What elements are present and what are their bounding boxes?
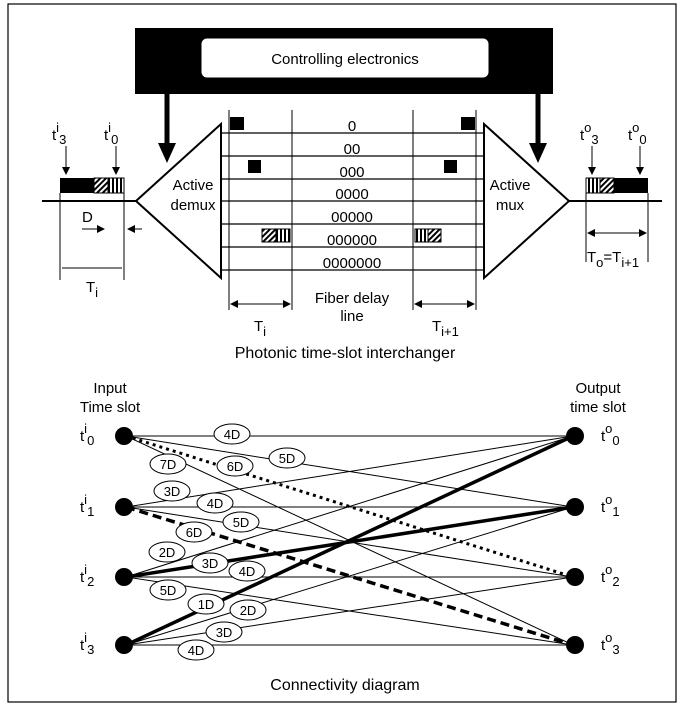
delay-ellipse-9: 3D <box>191 552 229 574</box>
input-node-1 <box>115 498 133 516</box>
output-t3-label: to3 <box>580 120 599 147</box>
packet-line1-left <box>230 117 244 130</box>
svg-text:5D: 5D <box>279 451 296 466</box>
demux-line1: Active <box>173 177 214 194</box>
Ti-label: Ti <box>86 279 98 300</box>
packet-line6-left-striped <box>275 228 291 243</box>
delay-ellipse-8: 2D <box>148 541 186 563</box>
input-packet-striped <box>107 177 125 194</box>
input-node-3 <box>115 636 133 654</box>
To-label: To=Ti+1 <box>587 249 639 270</box>
svg-text:5D: 5D <box>160 583 177 598</box>
delay-ellipse-10: 4D <box>228 560 266 582</box>
fiber-label-1: Fiber delay <box>315 290 390 307</box>
delay-loop-2: 00 <box>344 141 361 158</box>
svg-text:4D: 4D <box>188 643 205 658</box>
svg-text:1D: 1D <box>198 597 215 612</box>
input-label-0: ti0 <box>80 421 94 448</box>
delay-labels: 4D 7D 6D 5D 3D 4D 6D 5D 2D 3D 4D 5D 1D 2… <box>148 423 306 661</box>
output-node-2 <box>566 568 584 586</box>
delay-ellipse-14: 3D <box>205 621 243 643</box>
input-label-3: ti3 <box>80 630 94 657</box>
mux-line1: Active <box>490 177 531 194</box>
demux-line2: demux <box>170 197 216 214</box>
Ti-mid-label: Ti <box>254 318 266 339</box>
bottom-caption: Connectivity diagram <box>270 677 419 694</box>
svg-text:6D: 6D <box>227 459 244 474</box>
input-node-0 <box>115 427 133 445</box>
packet-line1-right <box>461 117 475 130</box>
input-t3-label: ti3 <box>52 120 66 147</box>
packet-line6-right-striped <box>414 228 429 243</box>
controller-to-mux-arrowhead <box>529 143 547 163</box>
input-t0-label: ti0 <box>104 120 118 147</box>
input-header-1: Input <box>93 380 127 397</box>
input-header-2: Time slot <box>80 399 141 416</box>
svg-text:2D: 2D <box>240 603 257 618</box>
delay-ellipse-2: 6D <box>216 455 254 477</box>
delay-ellipse-0: 4D <box>213 423 251 445</box>
delay-ellipse-11: 5D <box>149 579 187 601</box>
input-packet-black <box>60 178 94 193</box>
svg-text:4D: 4D <box>207 496 224 511</box>
delay-ellipse-1: 7D <box>149 453 187 475</box>
packet-line3-left <box>248 160 261 173</box>
delay-ellipse-12: 1D <box>187 593 225 615</box>
delay-loop-5: 00000 <box>331 209 373 226</box>
packet-line6-left-hatched <box>261 228 277 243</box>
delay-loop-1: 0 <box>348 118 356 135</box>
output-packet-black <box>614 178 648 193</box>
output-label-3: to3 <box>601 630 620 657</box>
packet-line3-right <box>444 160 457 173</box>
fiber-label-2: line <box>340 308 363 325</box>
svg-text:7D: 7D <box>160 457 177 472</box>
input-label-2: ti2 <box>80 562 94 589</box>
output-packet-striped <box>585 177 601 194</box>
input-packet-hatched <box>93 177 109 194</box>
delay-ellipse-7: 5D <box>222 511 260 533</box>
svg-text:5D: 5D <box>233 515 250 530</box>
delay-ellipse-5: 4D <box>196 492 234 514</box>
output-node-1 <box>566 498 584 516</box>
top-caption: Photonic time-slot interchanger <box>235 345 456 362</box>
controller-label: Controlling electronics <box>271 51 419 68</box>
delay-ellipse-13: 2D <box>229 599 267 621</box>
delay-ellipse-4: 3D <box>153 480 191 502</box>
delay-loop-7: 0000000 <box>323 255 381 272</box>
output-header-1: Output <box>575 380 621 397</box>
svg-text:2D: 2D <box>159 545 176 560</box>
output-label-0: to0 <box>601 421 620 448</box>
svg-text:3D: 3D <box>216 625 233 640</box>
path-t0-to-t2-dotted <box>125 434 574 579</box>
input-node-2 <box>115 568 133 586</box>
svg-text:4D: 4D <box>239 564 256 579</box>
svg-text:4D: 4D <box>224 427 241 442</box>
packet-line6-right-hatched <box>427 228 442 243</box>
delay-ellipse-3: 5D <box>268 447 306 469</box>
svg-text:3D: 3D <box>202 556 219 571</box>
output-label-1: to1 <box>601 492 620 519</box>
delay-ellipse-15: 4D <box>177 639 215 661</box>
svg-text:6D: 6D <box>186 525 203 540</box>
mux-line2: mux <box>496 197 525 214</box>
input-label-1: ti1 <box>80 492 94 519</box>
delay-lines <box>221 132 484 271</box>
delay-loop-3: 000 <box>339 164 364 181</box>
controller-to-demux-arrowhead <box>158 143 176 163</box>
controller-box <box>200 37 490 79</box>
output-t0-label: to0 <box>628 120 647 147</box>
output-label-2: to2 <box>601 562 620 589</box>
D-label: D <box>82 209 93 226</box>
output-node-0 <box>566 427 584 445</box>
figure-border <box>7 3 677 703</box>
output-header-2: time slot <box>570 399 627 416</box>
output-packet-hatched <box>599 177 615 194</box>
svg-text:3D: 3D <box>164 484 181 499</box>
delay-loop-6: 000000 <box>327 232 377 249</box>
delay-loop-4: 0000 <box>335 186 368 203</box>
delay-ellipse-6: 6D <box>175 521 213 543</box>
Ti1-mid-label: Ti+1 <box>432 318 459 339</box>
output-node-3 <box>566 636 584 654</box>
